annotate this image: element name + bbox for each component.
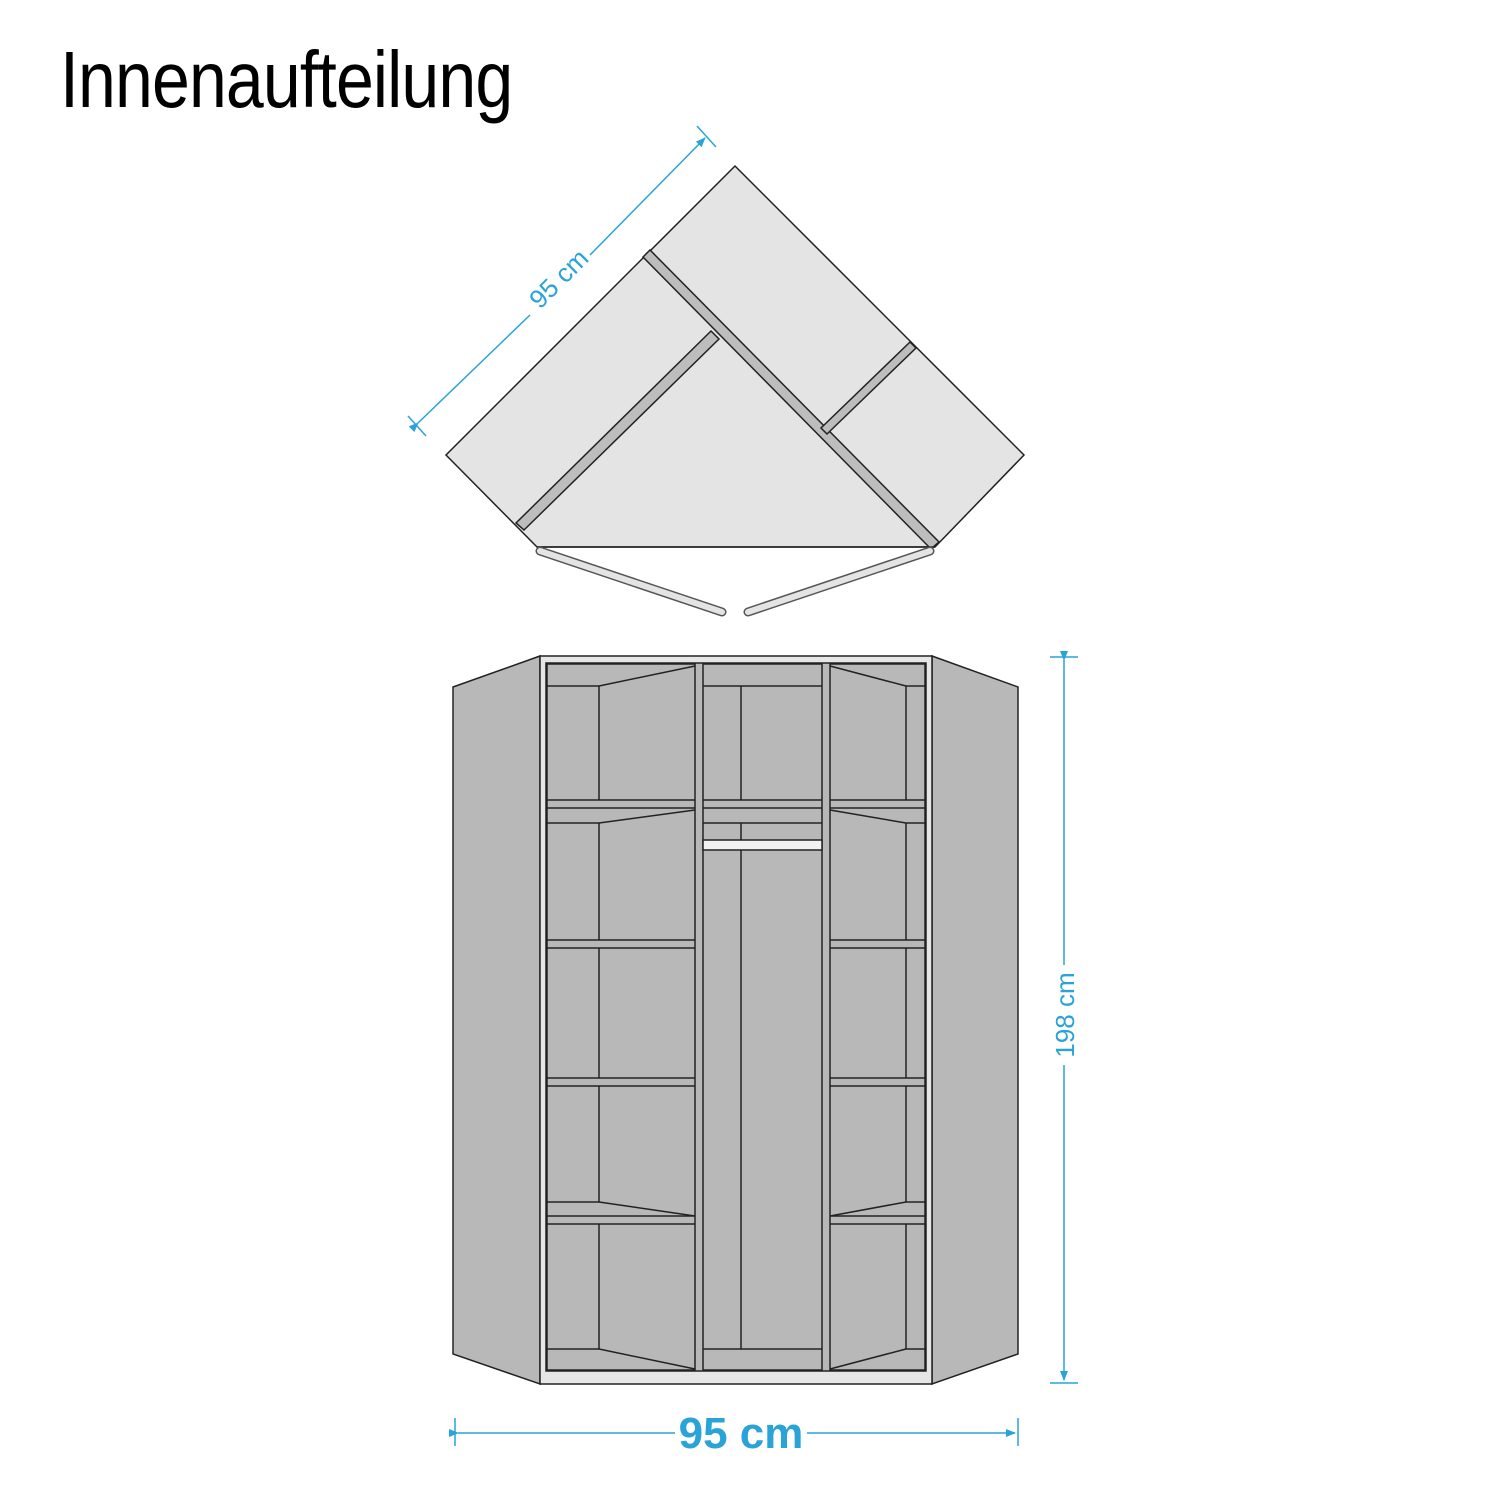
width-dimension <box>449 1418 1019 1446</box>
height-label: 198 cm <box>1050 972 1080 1057</box>
page-title: Innenaufteilung <box>60 35 513 124</box>
top-depth-label: 95 cm <box>523 243 594 314</box>
height-dimension <box>1050 651 1078 1384</box>
middle-compartment <box>702 685 823 1350</box>
divider-main <box>641 248 941 551</box>
right-compartment <box>829 665 925 1370</box>
width-label: 95 cm <box>679 1409 804 1458</box>
top-view <box>444 164 1026 617</box>
left-compartment <box>547 665 696 1370</box>
front-view <box>452 654 1019 1386</box>
divider-left <box>514 329 721 532</box>
side-panel-right <box>931 654 1019 1386</box>
side-panel-left <box>452 654 541 1386</box>
divider-right <box>819 340 918 436</box>
top-dimension <box>407 125 717 437</box>
top-view-outline <box>444 164 1026 548</box>
clothes-rail <box>702 839 823 851</box>
